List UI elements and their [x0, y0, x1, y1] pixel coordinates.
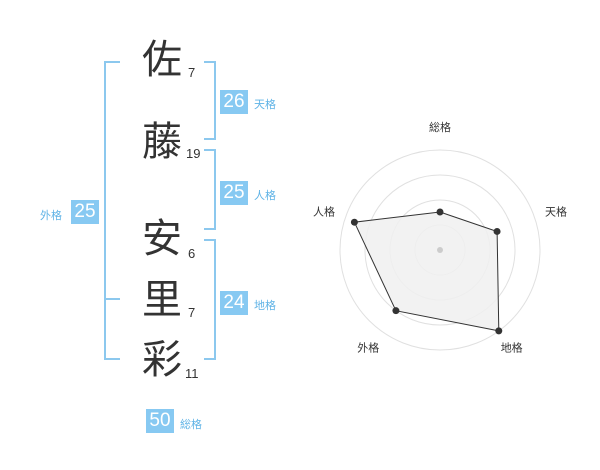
radar-point-2 — [493, 227, 501, 235]
chikaku-label: 地格 — [254, 299, 276, 312]
gaikaku-value-badge: 25 — [71, 200, 99, 224]
gaikaku-label: 外格 — [40, 209, 62, 222]
tenkaku-label: 天格 — [254, 98, 276, 111]
soukaku-label: 総格 — [180, 418, 202, 431]
radar-point-4 — [392, 307, 400, 315]
stroke-count-2: 19 — [186, 146, 201, 161]
tenkaku-value-badge: 26 — [220, 90, 248, 114]
radar-point-5 — [350, 218, 358, 226]
name-char-4: 里 — [142, 277, 182, 323]
radar-series-polygon — [353, 211, 500, 332]
radar-axis-label-5: 人格 — [313, 204, 335, 218]
jinkaku-bracket — [204, 149, 216, 230]
gaikaku-divider-tick — [104, 298, 120, 300]
name-char-5: 彩 — [142, 337, 182, 383]
radar-ring-3 — [364, 174, 516, 326]
chikaku-value-badge: 24 — [220, 291, 248, 315]
name-char-3: 安 — [142, 216, 182, 262]
stroke-count-1: 7 — [188, 65, 196, 80]
radar-axis-label-2: 天格 — [545, 204, 567, 218]
soukaku-value-badge: 50 — [146, 409, 174, 433]
tenkaku-bracket — [204, 61, 216, 140]
radar-point-3 — [495, 327, 503, 335]
radar-point-1 — [436, 208, 444, 216]
radar-axis-label-4: 外格 — [357, 341, 379, 355]
stroke-count-4: 7 — [188, 305, 196, 320]
radar-axis-label-3: 地格 — [501, 341, 523, 355]
radar-center-point — [437, 247, 443, 253]
stroke-count-3: 6 — [188, 246, 196, 261]
chikaku-bracket — [204, 239, 216, 360]
jinkaku-value-badge: 25 — [220, 181, 248, 205]
name-char-1: 佐 — [142, 37, 182, 83]
stroke-count-5: 11 — [185, 366, 199, 381]
radar-ring-4 — [339, 149, 541, 351]
gaikaku-bracket — [104, 61, 120, 360]
radar-axis-label-1: 総格 — [429, 120, 451, 134]
name-char-2: 藤 — [142, 119, 182, 165]
jinkaku-label: 人格 — [254, 189, 276, 202]
